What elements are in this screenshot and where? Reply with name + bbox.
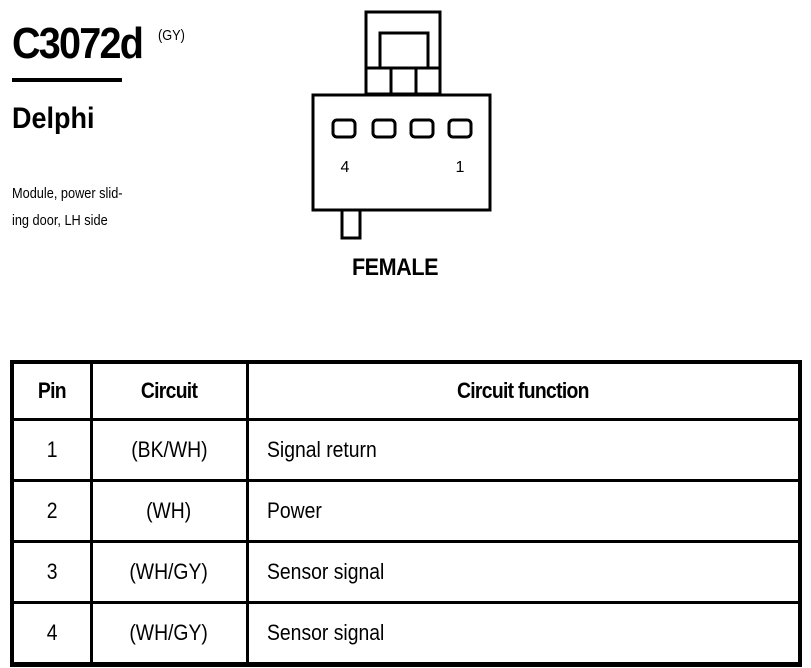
connector-id: C3072d (12, 19, 144, 68)
pin-cell: 1 (10, 418, 93, 482)
function-cell: Sensor signal (245, 540, 802, 604)
cavity-label-1: 1 (456, 159, 465, 176)
function-cell: Signal return (245, 418, 802, 482)
cavity-2 (409, 118, 435, 139)
connector-description: Module, power slid- ing door, LH side (12, 180, 182, 234)
cavity-3 (371, 118, 397, 139)
table-row: 1 (BK/WH) Signal return (10, 418, 802, 482)
table-row: 2 (WH) Power (10, 479, 802, 543)
circuit-cell: (BK/WH) (89, 418, 249, 482)
key-tab (340, 208, 362, 240)
cavity-4 (331, 118, 357, 139)
gender-label: FEMALE (351, 254, 439, 281)
table-header-row: Pin Circuit Circuit function (10, 360, 802, 421)
table-row: 4 (WH/GY) Sensor signal (10, 601, 802, 667)
circuit-cell: (WH) (89, 479, 249, 543)
function-cell: Power (245, 479, 802, 543)
pin-cell: 2 (10, 479, 93, 543)
pin-cell: 4 (10, 601, 93, 667)
pin-cell: 3 (10, 540, 93, 604)
header-pin: Pin (10, 360, 93, 421)
circuit-cell: (WH/GY) (89, 540, 249, 604)
connector-id-underline (12, 78, 122, 82)
circuit-cell: (WH/GY) (89, 601, 249, 667)
color-code: (GY) (158, 27, 185, 44)
header-function: Circuit function (245, 360, 802, 421)
description-line-1: Module, power slid- (12, 185, 123, 202)
description-line-2: ing door, LH side (12, 212, 108, 229)
manufacturer: Delphi (12, 102, 95, 135)
table-row: 3 (WH/GY) Sensor signal (10, 540, 802, 604)
connector-face-diagram: 4 1 (311, 10, 492, 240)
cavity-label-4: 4 (341, 159, 350, 176)
pin-table: Pin Circuit Circuit function 1 (BK/WH) S… (10, 360, 802, 667)
cavity-1 (447, 118, 473, 139)
function-cell: Sensor signal (245, 601, 802, 667)
header-circuit: Circuit (89, 360, 249, 421)
latch-ribs (364, 66, 442, 96)
latch-tab (378, 31, 430, 70)
connector-body (311, 93, 492, 212)
